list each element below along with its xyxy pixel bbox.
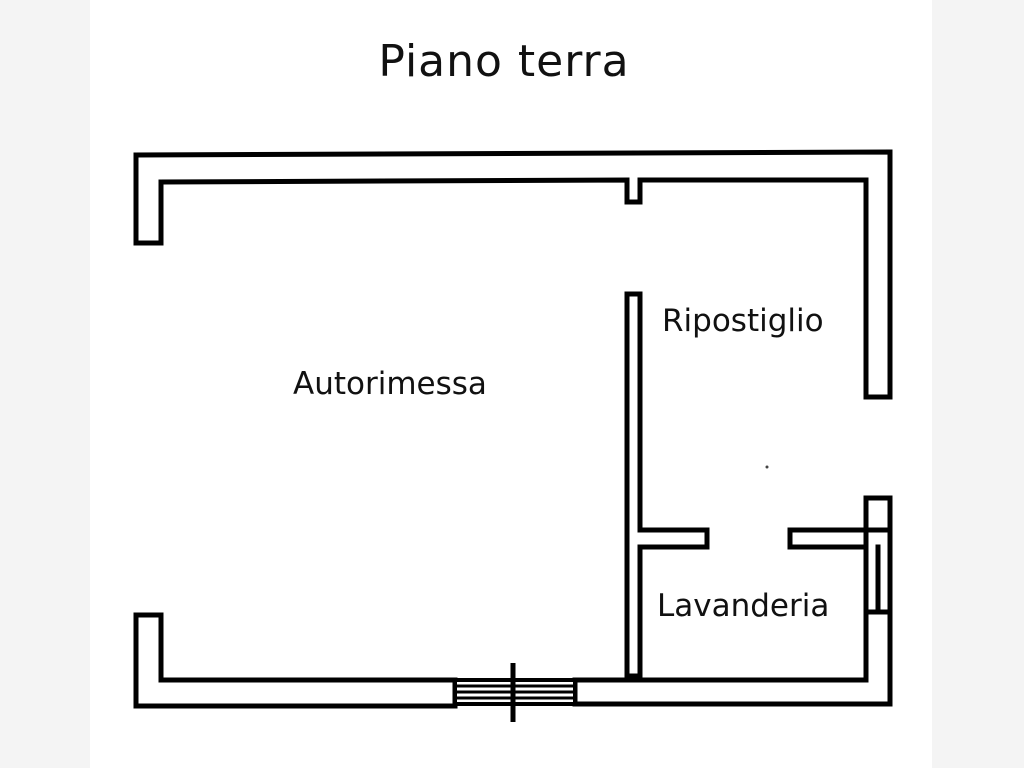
room-label-ripostiglio: Ripostiglio <box>662 303 824 339</box>
page-background <box>90 0 932 768</box>
page-title: Piano terra <box>378 36 630 87</box>
room-label-autorimessa: Autorimessa <box>293 366 487 402</box>
outer-wall-top <box>133 149 893 400</box>
entrance-door <box>453 663 577 722</box>
plan-speck <box>765 465 769 469</box>
outer-wall-bottom-left <box>133 612 458 709</box>
partition-wall <box>624 291 710 679</box>
interior-wall-stub <box>787 527 869 550</box>
room-label-lavanderia: Lavanderia <box>657 588 830 624</box>
